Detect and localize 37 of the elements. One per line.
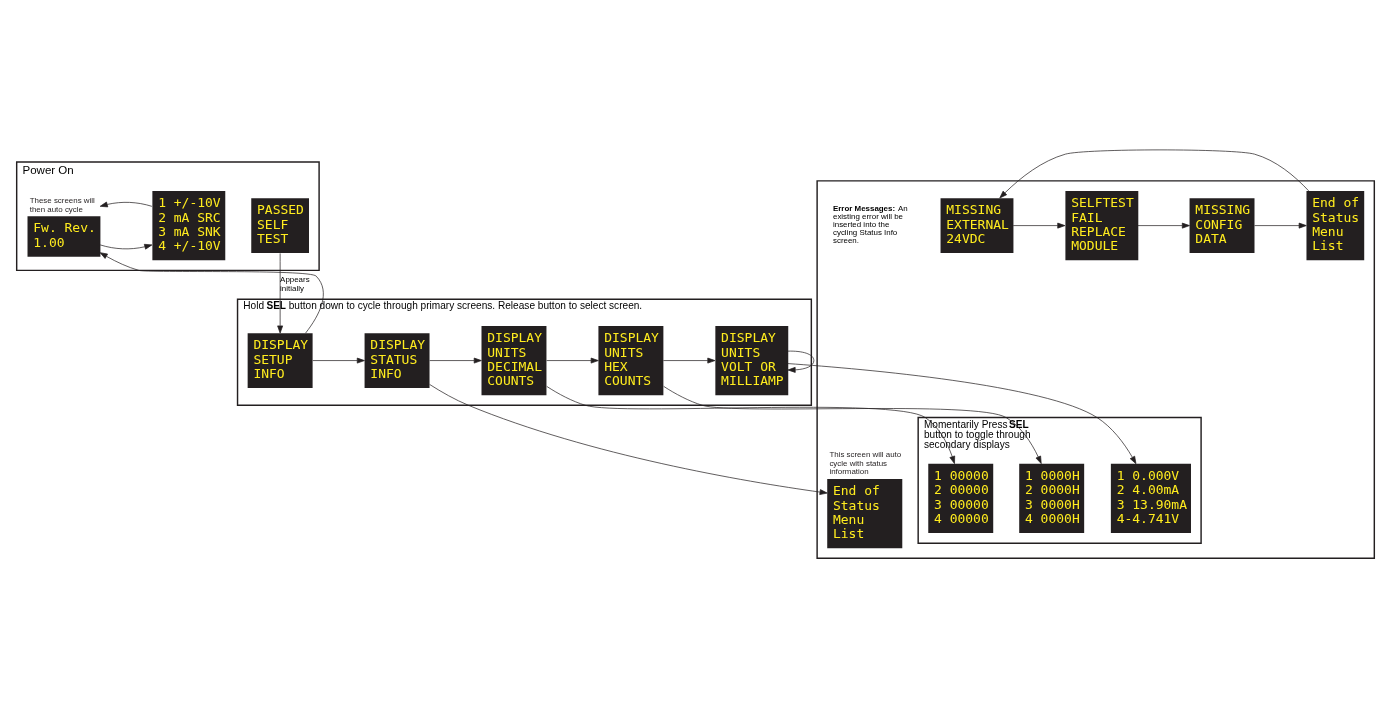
arrow (663, 357, 716, 363)
arrow (99, 243, 153, 250)
arrow (277, 252, 283, 333)
arrow (546, 385, 956, 464)
node-box: 1 +/-10V 2 mA SRC 3 mA SNK 4 +/-10V (152, 190, 226, 260)
node-box: SELFTEST FAIL REPLACE MODULE (1065, 190, 1139, 260)
node-box: Fw. Rev. 1.00 (27, 215, 101, 257)
node-box: MISSING CONFIG DATA (1189, 197, 1255, 253)
arrow (546, 357, 599, 363)
arrow (999, 149, 1310, 198)
label: Error Messages: An existing error will be inserted into the cycling Status Info screen. (833, 203, 908, 245)
arrow (99, 251, 324, 333)
node-box: 1 0000H 2 0000H 3 0000H 4 0000H (1019, 463, 1085, 533)
node-box: DISPLAY UNITS DECIMAL COUNTS (481, 325, 547, 395)
node-box: 1 0.000V 2 4.00mA 3 13.90mA 4-4.741V (1110, 463, 1191, 533)
arrow (663, 385, 1042, 464)
node-box: MISSING EXTERNAL 24VDC (940, 197, 1014, 253)
node-box: DISPLAY UNITS HEX COUNTS (598, 325, 664, 395)
arrow (1137, 222, 1190, 228)
node-box: End of Status Menu List (1306, 190, 1365, 260)
arrow (312, 357, 365, 363)
arrow (1012, 222, 1066, 228)
node-label: These screens will then auto cycle (29, 195, 95, 214)
arrow (99, 201, 153, 207)
node-box: 1 00000 2 00000 3 00000 4 00000 (928, 463, 994, 533)
node-box: DISPLAY SETUP INFO (247, 332, 313, 388)
node-box: End of Status Menu List (827, 478, 903, 548)
arrow (787, 362, 1137, 464)
node-box: PASSED SELF TEST (251, 197, 309, 253)
node-box: DISPLAY STATUS INFO (364, 332, 430, 388)
node-label: This screen will auto cycle with status information (829, 449, 902, 476)
arrow (429, 383, 828, 495)
edge-label: Appears initially (280, 274, 310, 293)
arrow (1254, 222, 1307, 228)
arrow (787, 350, 815, 373)
node-box: DISPLAY UNITS VOLT OR MILLIAMP (715, 325, 789, 395)
arrow (429, 357, 482, 363)
